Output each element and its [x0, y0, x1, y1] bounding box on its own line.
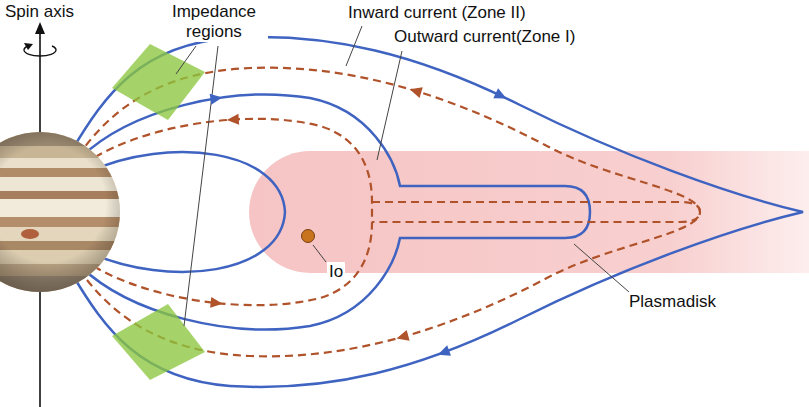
arrowhead: [493, 88, 509, 103]
current-line: [84, 119, 372, 305]
arrowhead: [226, 114, 239, 126]
impedance-region: [112, 44, 205, 120]
arrowhead: [395, 330, 409, 344]
arrowhead: [408, 84, 423, 98]
rotation-arrowhead: [24, 43, 33, 50]
plasmadisk-band: [249, 151, 809, 273]
current-label: Outward current(Zone I): [392, 27, 577, 47]
leader-line: [184, 46, 218, 326]
leader-line: [313, 245, 326, 262]
spin-axis-arrowhead: [35, 22, 45, 34]
io-moon: [302, 230, 315, 243]
current-label: Inward current (Zone II): [346, 3, 528, 23]
arrowheads: [210, 84, 509, 360]
leader-line: [346, 26, 362, 66]
leader-line: [176, 46, 196, 74]
moon-label: Io: [327, 262, 345, 282]
jupiter-planet: [0, 130, 130, 302]
leader-line: [574, 244, 629, 292]
region-label: Impedance regions: [160, 2, 268, 42]
disk-label: Plasmadisk: [627, 292, 718, 312]
arrowhead: [436, 345, 451, 359]
leader-line: [377, 51, 402, 160]
field-lines: [72, 37, 803, 387]
arrowhead: [210, 297, 223, 309]
current-line: [372, 202, 700, 222]
impedance-region: [112, 304, 205, 380]
arrowhead: [210, 92, 223, 105]
axis-label: Spin axis: [3, 2, 76, 22]
leader-lines: [176, 26, 629, 326]
field-line: [72, 37, 803, 387]
